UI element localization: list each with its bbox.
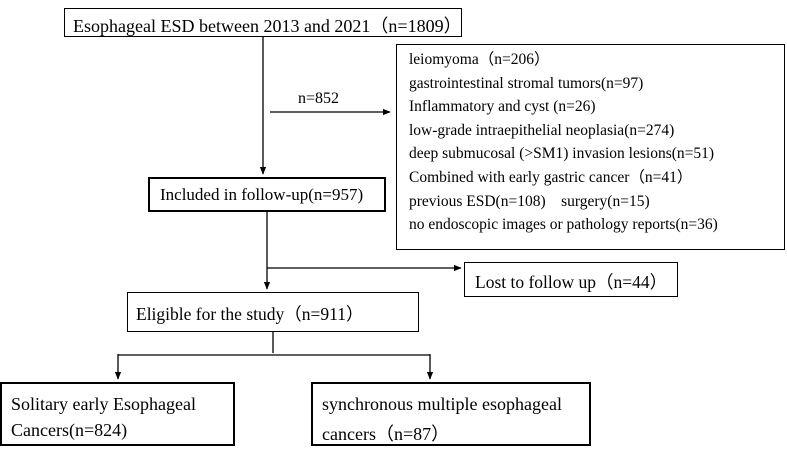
multiple-cancer-box: synchronous multiple esophageal cancers（… (311, 382, 591, 446)
lost-followup-label: Lost to follow up（n=44） (475, 272, 668, 292)
followup-box: Included in follow-up(n=957) (148, 177, 386, 212)
exclusion-item: no endoscopic images or pathology report… (409, 216, 718, 234)
exclusion-item: previous ESD(n=108) surgery(n=15) (409, 192, 650, 210)
exclusion-item: leiomyoma（n=206） (409, 51, 550, 68)
eligible-box: Eligible for the study（n=911） (127, 292, 419, 332)
total-esd-box: Esophageal ESD between 2013 and 2021（n=1… (64, 8, 462, 37)
total-esd-label: Esophageal ESD between 2013 and 2021（n=1… (73, 16, 462, 36)
excluded-count-label: n=852 (298, 90, 340, 107)
solitary-label-line2: Cancers(n=824) (11, 420, 128, 440)
exclusion-item: gastrointestinal stromal tumors(n=97) (409, 74, 644, 92)
multiple-label-line2: cancers（n=87） (322, 424, 450, 444)
solitary-label-line1: Solitary early Esophageal (11, 394, 196, 414)
eligible-label: Eligible for the study（n=911） (136, 304, 364, 324)
exclusion-item: Inflammatory and cyst (n=26) (409, 98, 596, 116)
followup-label: Included in follow-up(n=957) (160, 185, 364, 204)
lost-followup-box: Lost to follow up（n=44） (464, 262, 678, 297)
exclusion-item: low-grade intraepithelial neoplasia(n=27… (409, 121, 675, 139)
solitary-cancer-box: Solitary early Esophageal Cancers(n=824) (0, 382, 235, 446)
multiple-label-line1: synchronous multiple esophageal (322, 394, 562, 414)
exclusion-list: leiomyoma（n=206） gastrointestinal stromal… (409, 48, 784, 237)
exclusion-reasons-box: leiomyoma（n=206） gastrointestinal stromal… (396, 44, 785, 250)
exclusion-item: deep submucosal (>SM1) invasion lesions(… (409, 145, 715, 163)
exclusion-item: Combined with early gastric cancer（n=41） (409, 168, 693, 186)
